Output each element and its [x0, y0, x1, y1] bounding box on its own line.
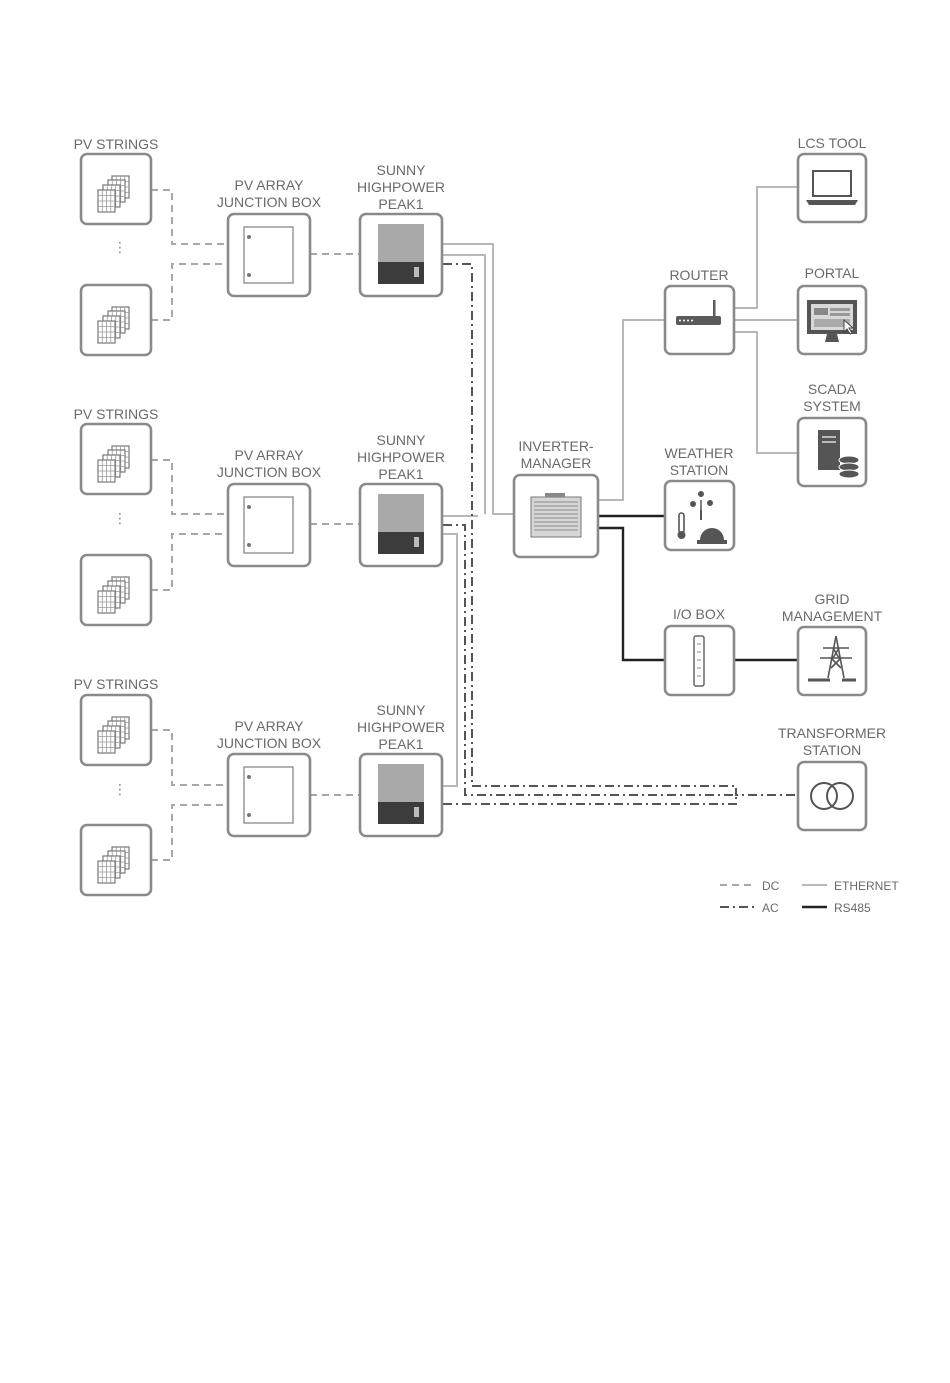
junction-box-icon: [243, 496, 294, 554]
legend: DC ETHERNET AC RS485: [720, 879, 899, 915]
junction-box-label-line2: JUNCTION BOX: [217, 464, 322, 480]
monitor-icon: [807, 300, 857, 342]
junction-box-1: PV ARRAY JUNCTION BOX: [217, 177, 322, 298]
ellipsis-dots: ⋮: [113, 239, 127, 255]
inverter-2: SUNNY HIGHPOWER PEAK1: [357, 432, 445, 568]
grid-label-line1: GRID: [815, 591, 850, 607]
junction-box-label-line2: JUNCTION BOX: [217, 194, 322, 210]
pv-strings-label: PV STRINGS: [74, 136, 159, 152]
inverter-label-line3: PEAK1: [378, 736, 423, 752]
weather-label-line2: STATION: [670, 462, 729, 478]
ethernet-lines: [443, 186, 798, 787]
portal: PORTAL: [796, 265, 868, 356]
ellipsis-dots: ⋮: [113, 510, 127, 526]
inverter-label-line2: HIGHPOWER: [357, 719, 445, 735]
junction-box-icon: [243, 226, 294, 284]
scada-system: SCADA SYSTEM: [796, 381, 868, 488]
transformer-station: TRANSFORMER STATION: [778, 725, 886, 832]
weather-label-line1: WEATHER: [665, 445, 734, 461]
scada-label-line2: SYSTEM: [803, 398, 861, 414]
pv-string-box: [79, 823, 153, 897]
junction-box-2: PV ARRAY JUNCTION BOX: [217, 447, 322, 568]
inverter-manager-label-line2: MANAGER: [521, 455, 592, 471]
pv-string-box: [79, 283, 153, 357]
router-icon: [676, 300, 721, 325]
scada-label-line1: SCADA: [808, 381, 857, 397]
lcs-tool: LCS TOOL: [796, 135, 868, 224]
inverter-label-line3: PEAK1: [378, 196, 423, 212]
inverter-icon: [378, 764, 424, 824]
laptop-icon: [806, 170, 858, 205]
grid-management: GRID MANAGEMENT: [782, 591, 883, 697]
junction-box-label-line2: JUNCTION BOX: [217, 735, 322, 751]
junction-box-label-line1: PV ARRAY: [235, 718, 305, 734]
portal-label: PORTAL: [805, 265, 860, 281]
legend-ethernet-label: ETHERNET: [834, 879, 899, 893]
lcs-tool-label: LCS TOOL: [798, 135, 867, 151]
pv-block-3: PV STRINGS ⋮: [74, 676, 159, 897]
dc-lines: [151, 189, 360, 861]
io-module-icon: [693, 635, 705, 687]
pv-strings-label: PV STRINGS: [74, 676, 159, 692]
inverter-label-line1: SUNNY: [376, 432, 426, 448]
legend-dc-label: DC: [762, 879, 780, 893]
junction-box-label-line1: PV ARRAY: [235, 177, 305, 193]
legend-rs485-label: RS485: [834, 901, 871, 915]
inverter-icon: [378, 494, 424, 554]
inverter-manager: INVERTER- MANAGER: [512, 438, 600, 559]
inverter-icon: [378, 224, 424, 284]
ellipsis-dots: ⋮: [113, 781, 127, 797]
pv-strings-label: PV STRINGS: [74, 406, 159, 422]
inverter-label-line2: HIGHPOWER: [357, 449, 445, 465]
junction-box-label-line1: PV ARRAY: [235, 447, 305, 463]
weather-station: WEATHER STATION: [663, 445, 736, 552]
router: ROUTER: [663, 267, 736, 356]
pv-string-box: [79, 553, 153, 627]
pv-string-box: [79, 693, 153, 767]
power-tower-icon: [808, 635, 856, 682]
inverter-1: SUNNY HIGHPOWER PEAK1: [357, 162, 445, 298]
inverter-label-line2: HIGHPOWER: [357, 179, 445, 195]
server-database-icon: [818, 430, 860, 479]
manager-device-icon: [530, 493, 582, 538]
inverter-3: SUNNY HIGHPOWER PEAK1: [357, 702, 445, 838]
inverter-manager-label-line1: INVERTER-: [518, 438, 594, 454]
grid-label-line2: MANAGEMENT: [782, 608, 883, 624]
ac-lines: [443, 263, 798, 805]
legend-ac-label: AC: [762, 901, 779, 915]
junction-box-3: PV ARRAY JUNCTION BOX: [217, 718, 322, 838]
pv-block-2: PV STRINGS ⋮: [74, 406, 159, 627]
pv-string-box: [79, 422, 153, 496]
inverter-label-line1: SUNNY: [376, 702, 426, 718]
inverter-label-line3: PEAK1: [378, 466, 423, 482]
rs485-lines: [598, 514, 798, 662]
transformer-coils-icon: [810, 782, 854, 810]
io-box-label: I/O BOX: [673, 606, 726, 622]
transformer-label-line2: STATION: [803, 742, 862, 758]
io-box: I/O BOX: [663, 606, 736, 697]
weather-sensors-icon: [677, 491, 727, 544]
pv-block-1: PV STRINGS ⋮: [74, 136, 159, 357]
inverter-label-line1: SUNNY: [376, 162, 426, 178]
junction-box-icon: [243, 766, 294, 824]
router-label: ROUTER: [669, 267, 728, 283]
transformer-label-line1: TRANSFORMER: [778, 725, 886, 741]
pv-string-box: [79, 152, 153, 226]
